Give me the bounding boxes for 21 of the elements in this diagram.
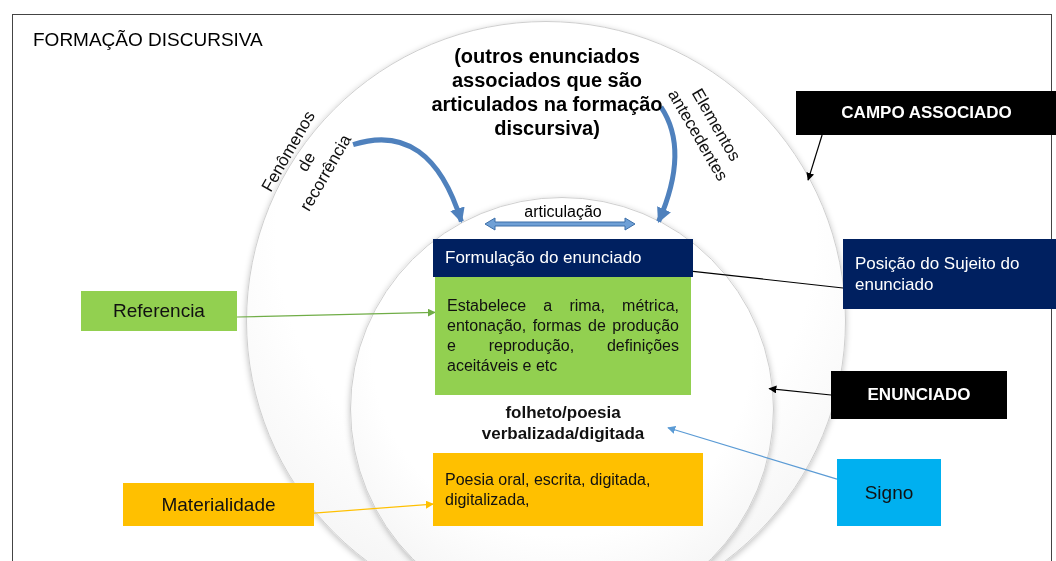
circle-text: articulação	[523, 202, 603, 222]
arrow	[806, 134, 823, 181]
label-box: CAMPO ASSOCIADO	[796, 91, 1056, 135]
description-box: Estabelece a rima, métrica, entonação, formas de produção e reprodução, definições aceitáveis e etc	[435, 277, 691, 395]
label-box: Signo	[837, 459, 941, 526]
arrow	[313, 500, 434, 514]
label-box: Posição do Sujeito do enunciado	[843, 239, 1056, 309]
connector-line	[692, 270, 844, 289]
label-box: Referencia	[81, 291, 237, 331]
arrow	[768, 385, 832, 396]
center-text: folheto/poesia verbalizada/digitada	[458, 399, 668, 447]
description-box: Poesia oral, escrita, digitada, digitalizada,	[433, 453, 703, 526]
arrow	[667, 426, 838, 480]
curved-arrow	[656, 105, 678, 223]
frame-title: FORMAÇÃO DISCURSIVA	[33, 29, 264, 52]
label-box: ENUNCIADO	[831, 371, 1007, 419]
title-bar: Formulação do enunciado	[433, 239, 693, 277]
label-box: Materialidade	[123, 483, 314, 526]
curved-arrow	[352, 137, 465, 223]
arrow	[236, 308, 436, 318]
circle-text: (outros enunciados associados que são articulados na formação discursiva)	[430, 44, 664, 140]
